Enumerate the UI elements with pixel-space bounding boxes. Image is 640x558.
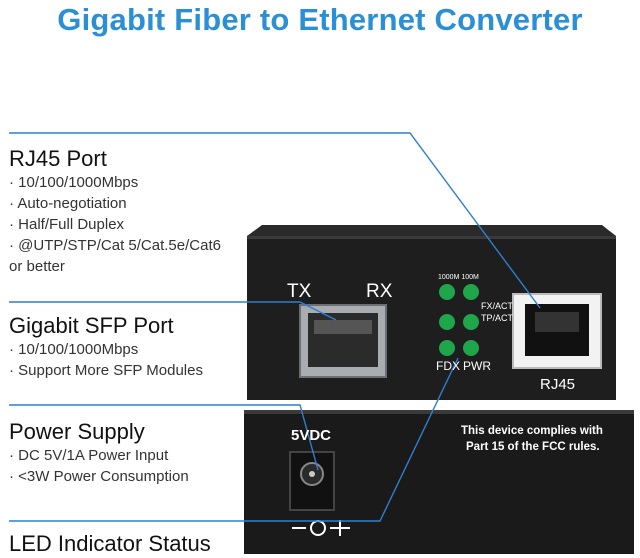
lower-case-edge xyxy=(244,410,634,414)
section-rj45-port: RJ45 Port · 10/100/1000Mbps · Auto-negot… xyxy=(9,146,221,277)
section-power-supply: Power Supply · DC 5V/1A Power Input · <3… xyxy=(9,419,189,487)
section-heading: Gigabit SFP Port xyxy=(9,313,174,338)
led-pwr xyxy=(463,340,479,356)
vdc-label: 5VDC xyxy=(291,427,332,444)
fx-act-label: FX/ACT xyxy=(481,301,514,311)
bullet: · <3W Power Consumption xyxy=(9,468,189,485)
callout-power xyxy=(9,404,319,471)
led-1000m xyxy=(439,284,455,300)
sfp-contacts xyxy=(314,320,372,334)
bullet: or better xyxy=(9,258,65,275)
bullet: · 10/100/1000Mbps xyxy=(9,341,139,358)
bullet: · Half/Full Duplex xyxy=(9,216,125,233)
page-title: Gigabit Fiber to Ethernet Converter xyxy=(57,2,583,37)
led-top-labels: 1000M 100M xyxy=(438,274,479,281)
led-group xyxy=(439,284,479,356)
bullet: · Auto-negotiation xyxy=(9,195,127,212)
section-sfp-port: Gigabit SFP Port · 10/100/1000Mbps · Sup… xyxy=(9,313,203,381)
callout-rj45 xyxy=(9,132,541,309)
rj45-pins xyxy=(535,312,579,332)
led-tp-act xyxy=(463,314,479,330)
led-fdx xyxy=(439,340,455,356)
fcc-line-1: This device complies with xyxy=(461,425,603,437)
fcc-line-2: Part 15 of the FCC rules. xyxy=(466,441,600,453)
section-heading: RJ45 Port xyxy=(9,146,107,171)
callout-led xyxy=(9,357,459,522)
section-led-indicator: LED Indicator Status xyxy=(9,531,211,557)
callout-sfp xyxy=(9,301,337,321)
led-fx-act xyxy=(439,314,455,330)
bullet: · Support More SFP Modules xyxy=(9,362,203,379)
fdx-label: FDX xyxy=(436,359,460,373)
bullet: · @UTP/STP/Cat 5/Cat.5e/Cat6 xyxy=(9,237,221,254)
dc-jack-pin xyxy=(309,471,315,477)
callout-lines xyxy=(9,132,541,522)
tp-act-label: TP/ACT xyxy=(481,313,514,323)
tx-label: TX xyxy=(287,281,312,302)
case-edge xyxy=(247,236,616,239)
rj45-label: RJ45 xyxy=(540,376,576,393)
rx-label: RX xyxy=(366,281,393,302)
led-100m xyxy=(463,284,479,300)
bullet: · 10/100/1000Mbps xyxy=(9,174,139,191)
section-heading: LED Indicator Status xyxy=(9,531,211,556)
section-heading: Power Supply xyxy=(9,419,145,444)
pwr-label: PWR xyxy=(463,359,491,373)
bullet: · DC 5V/1A Power Input xyxy=(9,447,169,464)
